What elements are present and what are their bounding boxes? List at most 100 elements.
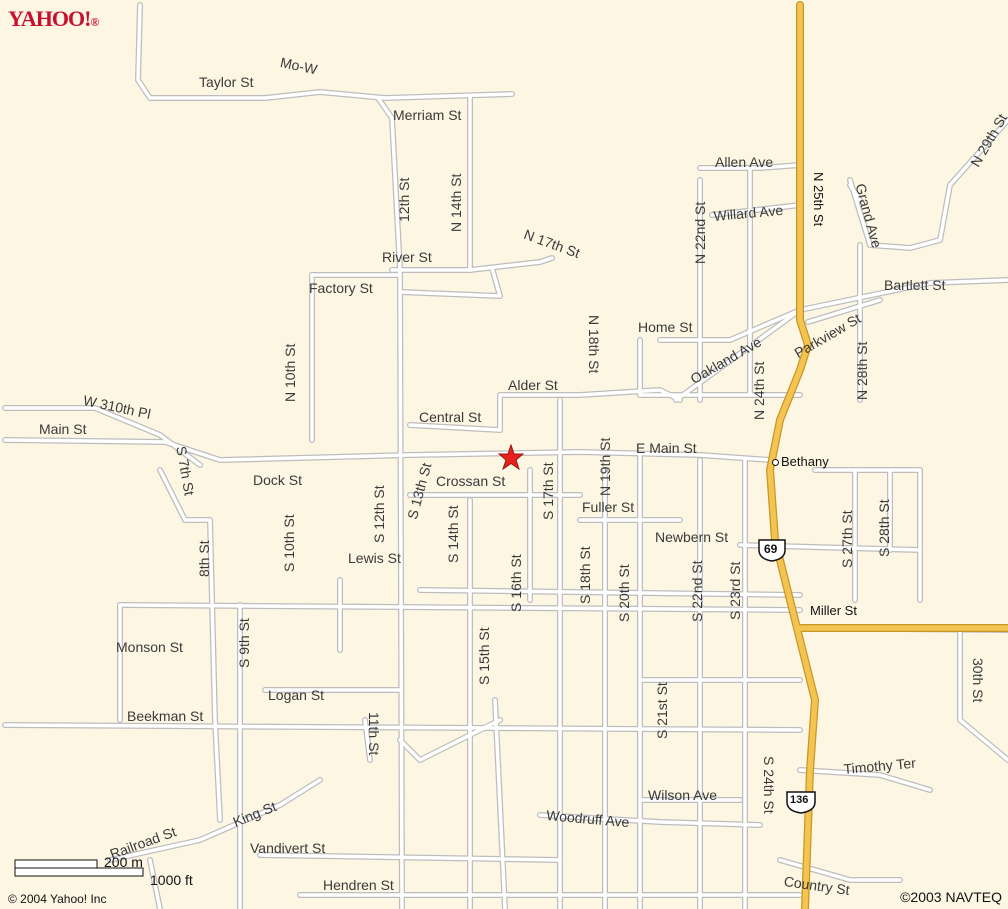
street-segment — [376, 96, 404, 909]
street-label: Alder St — [508, 377, 558, 393]
street-label: N 19th St — [597, 437, 613, 496]
street-segment — [408, 423, 502, 432]
street-label: S 9th St — [236, 618, 252, 668]
street-label: S 15th St — [476, 627, 492, 685]
street-label: Bartlett St — [884, 277, 946, 293]
highway-shield-136: 136 — [785, 790, 816, 814]
street-label: Beekman St — [127, 708, 204, 724]
street-label: N 10th St — [282, 343, 298, 402]
street-segment — [848, 183, 862, 202]
street-label: Allen Ave — [715, 154, 774, 170]
street-segment — [493, 698, 507, 909]
street-label: S 17th St — [540, 462, 556, 520]
street-label: N 22nd St — [692, 201, 708, 264]
street-label: Lewis St — [348, 550, 401, 566]
scale-bar — [14, 859, 144, 877]
street-label: S 28th St — [876, 499, 892, 557]
street-label: E Main St — [636, 440, 697, 456]
street-label: S 18th St — [577, 546, 593, 604]
street-label: 11th St — [366, 712, 382, 756]
street-label: S 21st St — [654, 682, 670, 739]
street-label: Merriam St — [393, 107, 462, 123]
street-label: S 27th St — [839, 510, 855, 568]
street-label: Wilson Ave — [648, 787, 717, 803]
street-label: Monson St — [116, 639, 183, 655]
street-label: S 10th St — [281, 514, 297, 572]
street-segment — [3, 723, 802, 732]
street-segment — [812, 467, 923, 603]
street-label: Dock St — [253, 472, 303, 488]
yahoo-logo: YAHOO!® — [8, 6, 99, 31]
street-label: S 14th St — [445, 505, 461, 563]
street-segment — [135, 2, 388, 101]
street-label: Taylor St — [199, 74, 254, 90]
street-segment — [3, 406, 162, 437]
street-label: S 12th St — [371, 485, 387, 543]
street-label: Crossan St — [436, 473, 506, 489]
scale-imperial-label: 1000 ft — [150, 872, 193, 888]
street-label: Miller St — [810, 603, 857, 618]
scale-metric-label: 200 m — [104, 854, 143, 870]
street-label: S 23rd St — [727, 561, 743, 620]
street-segment — [698, 163, 802, 170]
street-segment — [390, 256, 554, 272]
street-label: Central St — [419, 409, 482, 425]
street-label: S 20th St — [616, 564, 632, 622]
street-segment — [958, 628, 1008, 762]
street-label: River St — [382, 249, 432, 265]
street-segment — [848, 118, 1008, 250]
street-segment — [136, 3, 387, 100]
street-label: Home St — [638, 319, 693, 335]
street-segment — [363, 718, 372, 762]
street-segment — [674, 278, 1008, 402]
street-segment — [806, 298, 882, 324]
shield-icon — [758, 539, 786, 562]
street-label: N 14th St — [448, 173, 464, 232]
street-label: Newbern St — [655, 529, 729, 545]
street-segment — [108, 778, 322, 862]
town-label: Bethany — [772, 455, 829, 468]
street-label: N 24th St — [751, 361, 767, 420]
street-segment — [398, 718, 502, 762]
street-label: Fuller St — [582, 499, 635, 515]
street-segment — [418, 588, 802, 597]
highway-number: 136 — [790, 794, 809, 806]
street-segment — [813, 468, 922, 602]
street-segment — [798, 768, 932, 792]
street-label: Logan St — [268, 687, 325, 703]
street-label: Hendren St — [323, 877, 394, 893]
highway-number: 69 — [764, 542, 778, 556]
street-label: Vandivert St — [250, 840, 326, 856]
street-segment — [158, 433, 202, 467]
street-label: 30th St — [970, 658, 986, 703]
copyright-text: © 2004 Yahoo! Inc — [8, 892, 107, 906]
shield-icon — [786, 791, 816, 814]
street-label: S 16th St — [508, 554, 524, 612]
highway-shield-69: 69 — [757, 538, 786, 562]
street-segment — [383, 92, 514, 100]
provider-credit: ©2003 NAVTEQ — [900, 889, 1002, 905]
street-label: 12th St — [396, 177, 412, 222]
street-segment — [538, 813, 762, 827]
street-segment — [710, 203, 802, 217]
street-segment — [158, 468, 222, 822]
street-label: 8th St — [196, 540, 212, 577]
street-segment — [3, 438, 412, 462]
street-label: N 28th St — [854, 341, 870, 400]
street-segment — [658, 308, 802, 342]
street-segment — [398, 266, 502, 298]
street-segment — [148, 858, 162, 909]
street-label: Main St — [39, 421, 87, 437]
street-label: Factory St — [309, 280, 373, 296]
town-dot-icon — [772, 459, 779, 467]
street-label: S 24th St — [761, 756, 777, 814]
highway-segment — [767, 2, 818, 909]
street-segment — [258, 853, 562, 862]
street-label: N 18th St — [586, 315, 602, 374]
star-marker-icon[interactable] — [498, 444, 524, 470]
street-segment — [118, 603, 802, 612]
street-label: N 25th St — [811, 172, 826, 227]
street-label: S 22nd St — [689, 560, 705, 623]
